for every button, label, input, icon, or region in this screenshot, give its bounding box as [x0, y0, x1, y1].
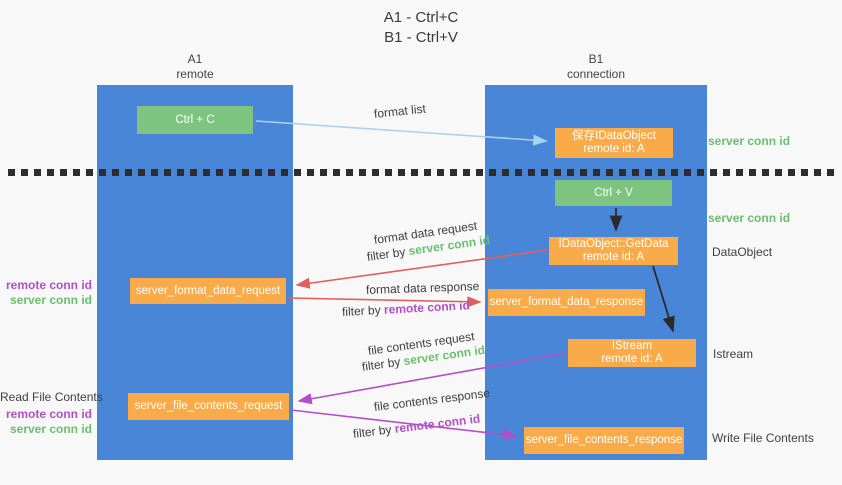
- filter-by-text: filter by: [366, 244, 410, 264]
- save-dataobject-line2: remote id: A: [583, 143, 645, 155]
- server-format-data-response-box: server_format_data_response: [488, 289, 645, 316]
- right-column-name: B1: [588, 52, 604, 66]
- istream-line2: remote id: A: [601, 353, 663, 365]
- server-file-contents-response-box: server_file_contents_response: [524, 427, 684, 454]
- format-list-label: format list: [373, 101, 427, 121]
- remote-conn-id-key: remote conn id: [383, 298, 471, 317]
- format-data-response-label: format data response: [365, 279, 480, 297]
- getdata-line2: remote id: A: [582, 251, 645, 263]
- right-server-conn-id-label-top: server conn id: [708, 134, 791, 148]
- dataobject-label: DataObject: [712, 245, 773, 259]
- title-line-2: B1 - Ctrl+V: [384, 29, 458, 46]
- save-dataobject-box: 保存IDataObject remote id: A: [555, 128, 673, 158]
- filter-by-text: filter by: [352, 421, 396, 441]
- istream-side-label: Istream: [713, 347, 754, 361]
- getdata-line1: IDataObject::GetData: [558, 238, 669, 250]
- server-file-contents-request-label: server_file_contents_request: [134, 400, 283, 412]
- ctrl-c-label: Ctrl + C: [175, 113, 215, 126]
- read-file-contents-label: Read File Contents: [0, 390, 103, 404]
- right-column-role: connection: [566, 67, 626, 81]
- right-column-header: B1 connection: [485, 52, 707, 82]
- server-format-data-response-label: server_format_data_response: [489, 296, 644, 308]
- left-server-conn-id-label-top: server conn id: [9, 293, 92, 307]
- diagram-title: A1 - Ctrl+C B1 - Ctrl+V: [0, 8, 842, 48]
- getdata-box: IDataObject::GetData remote id: A: [549, 237, 678, 265]
- left-column-role: remote: [176, 67, 214, 81]
- left-column-header: A1 remote: [97, 52, 293, 82]
- server-format-data-request-label: server_format_data_request: [135, 284, 281, 297]
- filter-by-text: filter by: [341, 302, 385, 319]
- istream-line1: IStream: [611, 340, 653, 352]
- format-data-response-filter-label: filter by remote conn id: [342, 298, 471, 319]
- right-server-conn-id-label-mid: server conn id: [708, 211, 791, 225]
- server-file-contents-response-label: server_file_contents_response: [525, 434, 683, 446]
- file-contents-response-label: file contents response: [373, 385, 491, 414]
- left-server-conn-id-label-bottom: server conn id: [9, 422, 92, 436]
- server-file-contents-request-box: server_file_contents_request: [128, 393, 289, 420]
- ctrl-c-box: Ctrl + C: [137, 106, 253, 134]
- ctrl-v-label: Ctrl + V: [594, 186, 633, 199]
- filter-by-text: filter by: [361, 354, 405, 374]
- title-line-1: A1 - Ctrl+C: [383, 9, 459, 26]
- left-remote-conn-id-label-top: remote conn id: [5, 278, 92, 292]
- save-dataobject-line1: 保存IDataObject: [572, 130, 656, 142]
- left-remote-conn-id-label-bottom: remote conn id: [5, 407, 92, 421]
- write-file-contents-label: Write File Contents: [712, 431, 814, 445]
- istream-box: IStream remote id: A: [568, 339, 696, 367]
- machine-separator-dotted-line: [8, 169, 836, 176]
- file-contents-response-filter-label: filter by remote conn id: [352, 411, 481, 440]
- server-format-data-request-box: server_format_data_request: [130, 278, 286, 304]
- ctrl-v-box: Ctrl + V: [555, 180, 672, 206]
- left-column-name: A1: [187, 52, 203, 66]
- remote-conn-id-key: remote conn id: [393, 411, 481, 436]
